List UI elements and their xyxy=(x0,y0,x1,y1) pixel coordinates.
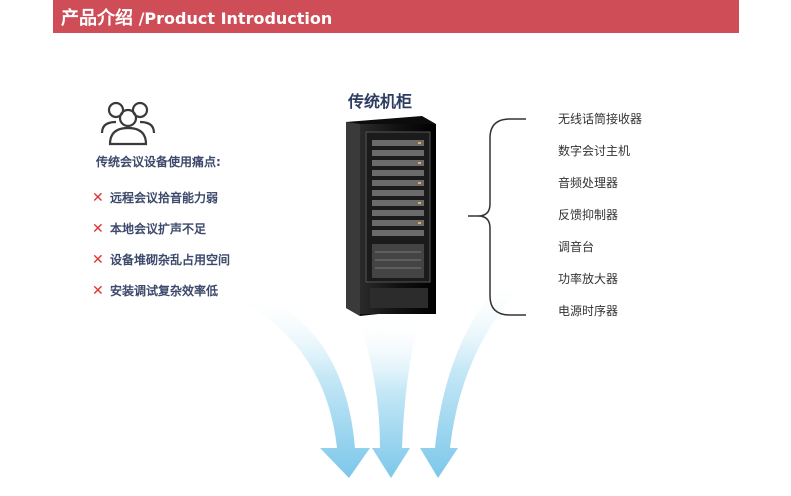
arrow-down-icon xyxy=(230,292,370,478)
pain-point-label: 远程会议拾音能力弱 xyxy=(110,191,219,205)
pain-point-item: ✕ 设备堆砌杂乱占用空间 xyxy=(92,244,230,275)
equipment-item: 调音台 xyxy=(558,240,595,254)
close-icon: ✕ xyxy=(92,282,104,299)
header-title-en: /Product Introduction xyxy=(133,9,333,28)
pain-point-label: 本地会议扩声不足 xyxy=(110,222,207,236)
equipment-list: 无线话筒接收器 数字会讨主机 音频处理器 反馈抑制器 调音台 功率放大器 电源时… xyxy=(558,110,642,334)
people-icon xyxy=(100,101,156,146)
close-icon: ✕ xyxy=(92,251,104,268)
brace-icon xyxy=(468,118,526,316)
pain-point-item: ✕ 安装调试复杂效率低 xyxy=(92,275,230,306)
equipment-item: 反馈抑制器 xyxy=(558,208,619,222)
pain-points-title: 传统会议设备使用痛点: xyxy=(96,155,221,169)
close-icon: ✕ xyxy=(92,220,104,237)
close-icon: ✕ xyxy=(92,189,104,206)
header-title-cn: 产品介绍 xyxy=(61,8,133,29)
pain-points-list: ✕ 远程会议拾音能力弱 ✕ 本地会议扩声不足 ✕ 设备堆砌杂乱占用空间 ✕ 安装… xyxy=(92,182,230,306)
pain-point-item: ✕ 远程会议拾音能力弱 xyxy=(92,182,230,213)
equipment-item: 功率放大器 xyxy=(558,272,619,286)
pain-point-label: 安装调试复杂效率低 xyxy=(110,284,219,298)
equipment-item: 电源时序器 xyxy=(558,304,619,318)
arrow-down-icon xyxy=(420,280,528,478)
equipment-item: 数字会讨主机 xyxy=(558,144,631,158)
pain-point-item: ✕ 本地会议扩声不足 xyxy=(92,213,230,244)
equipment-item: 音频处理器 xyxy=(558,176,619,190)
pain-point-label: 设备堆砌杂乱占用空间 xyxy=(110,253,231,267)
server-cabinet-icon xyxy=(346,116,436,316)
section-header: 产品介绍 /Product Introduction xyxy=(53,0,739,33)
arrow-down-icon xyxy=(358,318,420,478)
header-title: 产品介绍 /Product Introduction xyxy=(61,4,332,30)
equipment-item: 无线话筒接收器 xyxy=(558,112,643,126)
cabinet-title: 传统机柜 xyxy=(348,92,413,111)
